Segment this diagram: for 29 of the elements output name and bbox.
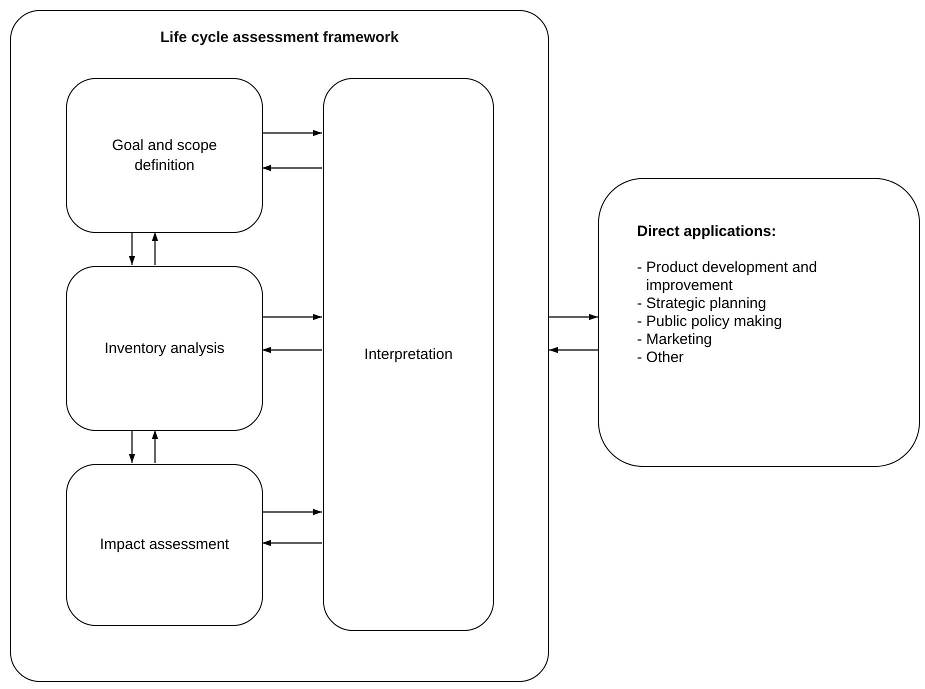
- arrow: [549, 314, 598, 320]
- process-box: [66, 464, 263, 626]
- arrow: [152, 232, 158, 265]
- arrow: [549, 346, 598, 354]
- list-item: - Marketing: [637, 331, 712, 349]
- application-box: [598, 178, 920, 467]
- arrow: [262, 346, 322, 354]
- process-box: [66, 266, 263, 431]
- framework-frame: [10, 10, 549, 682]
- box-label: Interpretation: [364, 344, 453, 364]
- arrow: [262, 130, 322, 136]
- list-item: - Product development and improvement: [637, 259, 818, 295]
- box-label: Inventory analysis: [104, 338, 225, 358]
- frame-title: Life cycle assessment framework: [159, 29, 400, 48]
- process-box: [66, 78, 263, 233]
- list-item: - Public policy making: [637, 313, 782, 331]
- list-item: - Other: [637, 349, 684, 367]
- process-box: [323, 78, 494, 631]
- arrow: [262, 164, 322, 172]
- box-label: Impact assessment: [100, 535, 230, 555]
- arrow: [262, 314, 322, 320]
- arrow: [128, 430, 136, 463]
- box-label: Goal and scope definition: [110, 136, 218, 175]
- arrow: [262, 508, 322, 516]
- arrow: [128, 232, 136, 265]
- box-heading: Direct applications:: [637, 223, 776, 241]
- arrow: [152, 430, 158, 463]
- list-item: - Strategic planning: [637, 295, 766, 313]
- arrow: [262, 540, 322, 546]
